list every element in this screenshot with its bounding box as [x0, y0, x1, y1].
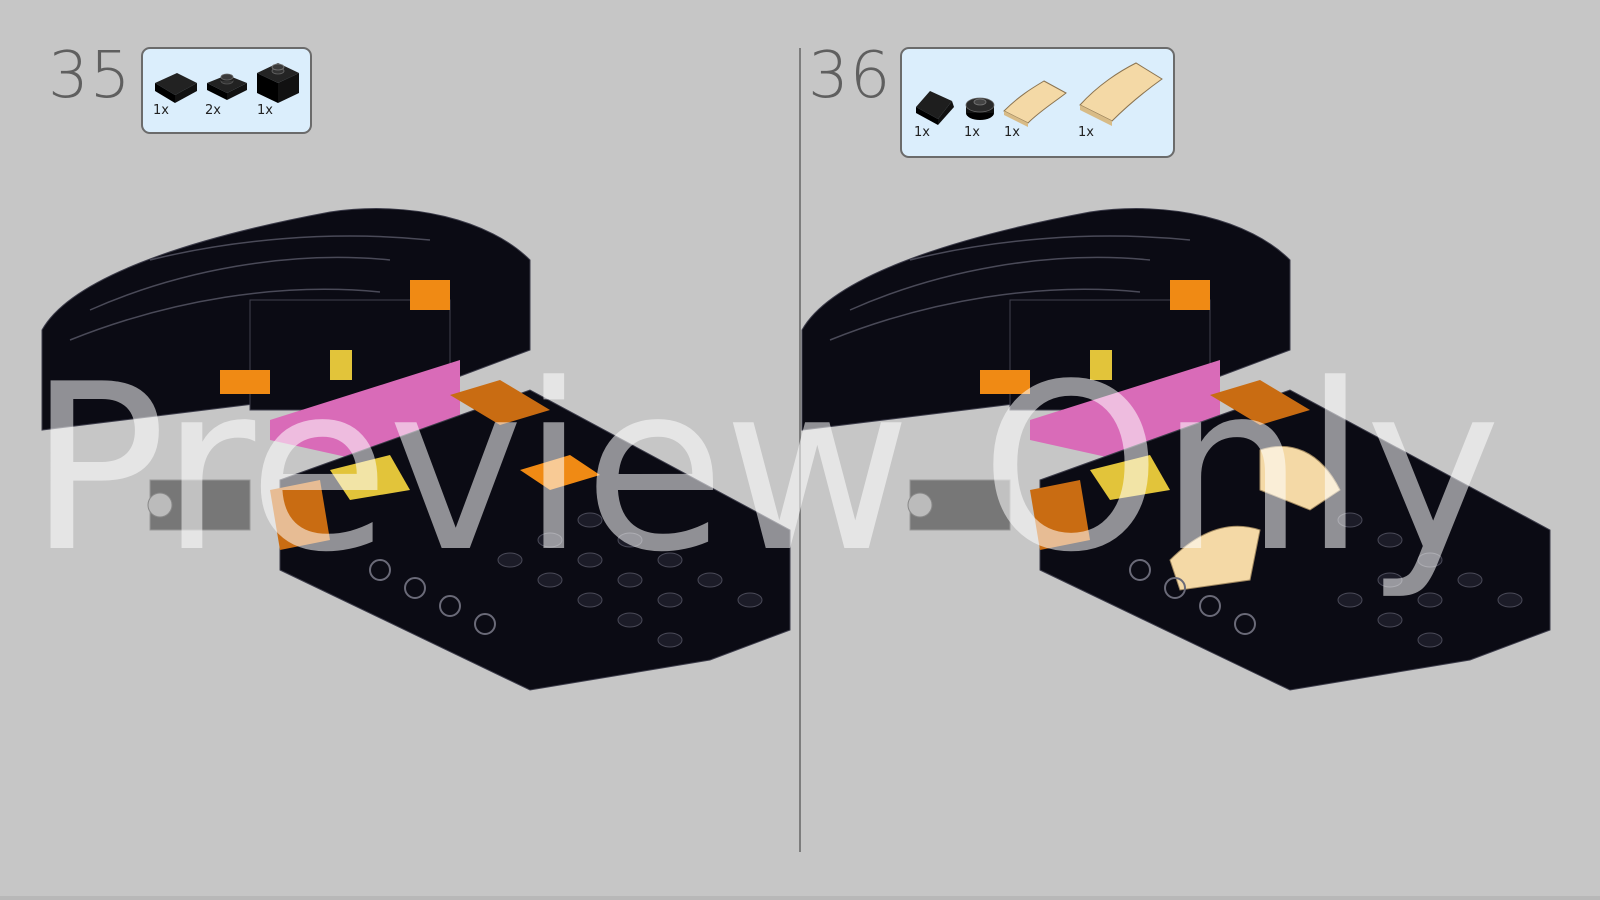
part-qty: 1x — [153, 103, 169, 118]
black-slope-1x2-icon — [916, 91, 954, 125]
parts-callout-step-35: 1x 2x 1x — [141, 47, 312, 134]
part-qty: 2x — [205, 103, 221, 118]
step-number-35: 35 — [48, 39, 132, 113]
black-plate-1x2-jumper-icon — [207, 73, 247, 100]
black-round-plate-1x1-icon — [965, 97, 995, 120]
black-plate-2x2-icon — [155, 73, 197, 103]
bottom-strip — [0, 896, 1600, 900]
part-qty: 1x — [257, 103, 273, 118]
part-qty: 1x — [1078, 125, 1094, 140]
parts-callout-step-36: 1x 1x 1x 1x — [900, 47, 1175, 158]
part-qty: 1x — [964, 125, 980, 140]
step-divider — [799, 48, 801, 852]
black-brick-2x2-icon — [257, 63, 299, 103]
step-number-36: 36 — [808, 39, 892, 113]
model-render-step-36 — [801, 208, 1551, 691]
model-render-step-35 — [41, 208, 791, 691]
part-qty: 1x — [1004, 125, 1020, 140]
preview-watermark: Preview Only — [28, 336, 1501, 603]
tan-curved-slope-2x2-icon — [1003, 80, 1067, 127]
part-qty: 1x — [914, 125, 930, 140]
tan-curved-slope-2x3-icon — [1079, 62, 1163, 126]
